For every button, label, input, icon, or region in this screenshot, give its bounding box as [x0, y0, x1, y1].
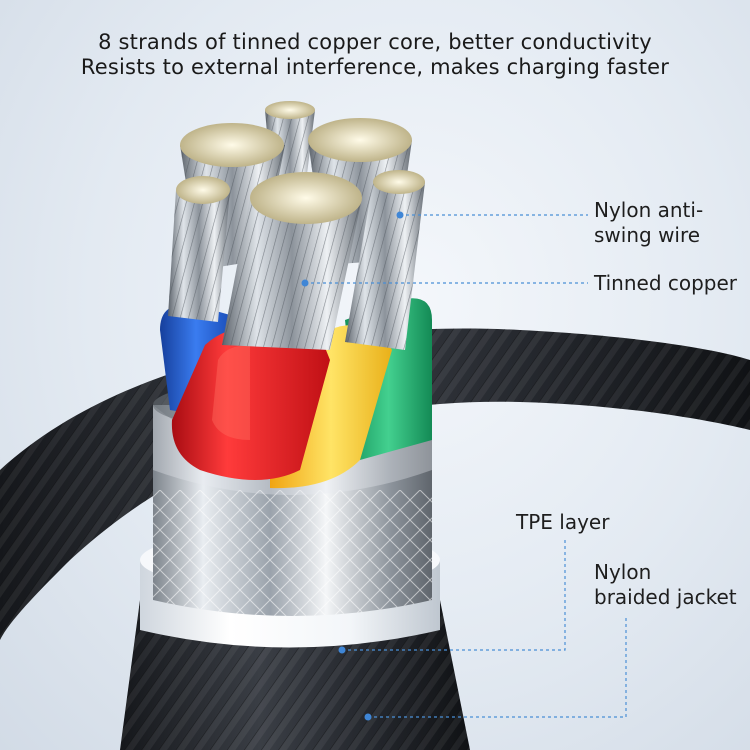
callout-line: swing wire — [594, 223, 701, 247]
leader-dot — [338, 646, 346, 654]
callout-nylon-anti-swing-wire: Nylon anti- swing wire — [594, 198, 703, 248]
strand-bundle — [222, 172, 362, 350]
leader-dot — [396, 211, 404, 219]
callout-tinned-copper: Tinned copper — [594, 271, 738, 295]
headline-line-2: Resists to external interference, makes … — [80, 55, 670, 79]
leader-line-tpe — [342, 540, 566, 651]
strand-bundle — [345, 170, 425, 350]
callout-line: Nylon anti- — [594, 198, 704, 222]
tinned-copper-strands — [168, 101, 425, 350]
callout-line: braided jacket — [594, 585, 737, 609]
callout-line: Nylon — [594, 560, 652, 584]
leader-dot — [301, 279, 309, 287]
strand-bundle — [168, 176, 230, 322]
leader-line-jacket — [368, 618, 627, 718]
callout-tpe-layer: TPE layer — [516, 510, 610, 534]
leader-dot — [364, 713, 372, 721]
headline: 8 strands of tinned copper core, better … — [0, 30, 750, 80]
insulated-cores — [160, 298, 432, 489]
callout-nylon-braided-jacket: Nylon braided jacket — [594, 560, 737, 610]
leader-lines — [301, 211, 627, 721]
headline-line-1: 8 strands of tinned copper core, better … — [98, 30, 652, 54]
